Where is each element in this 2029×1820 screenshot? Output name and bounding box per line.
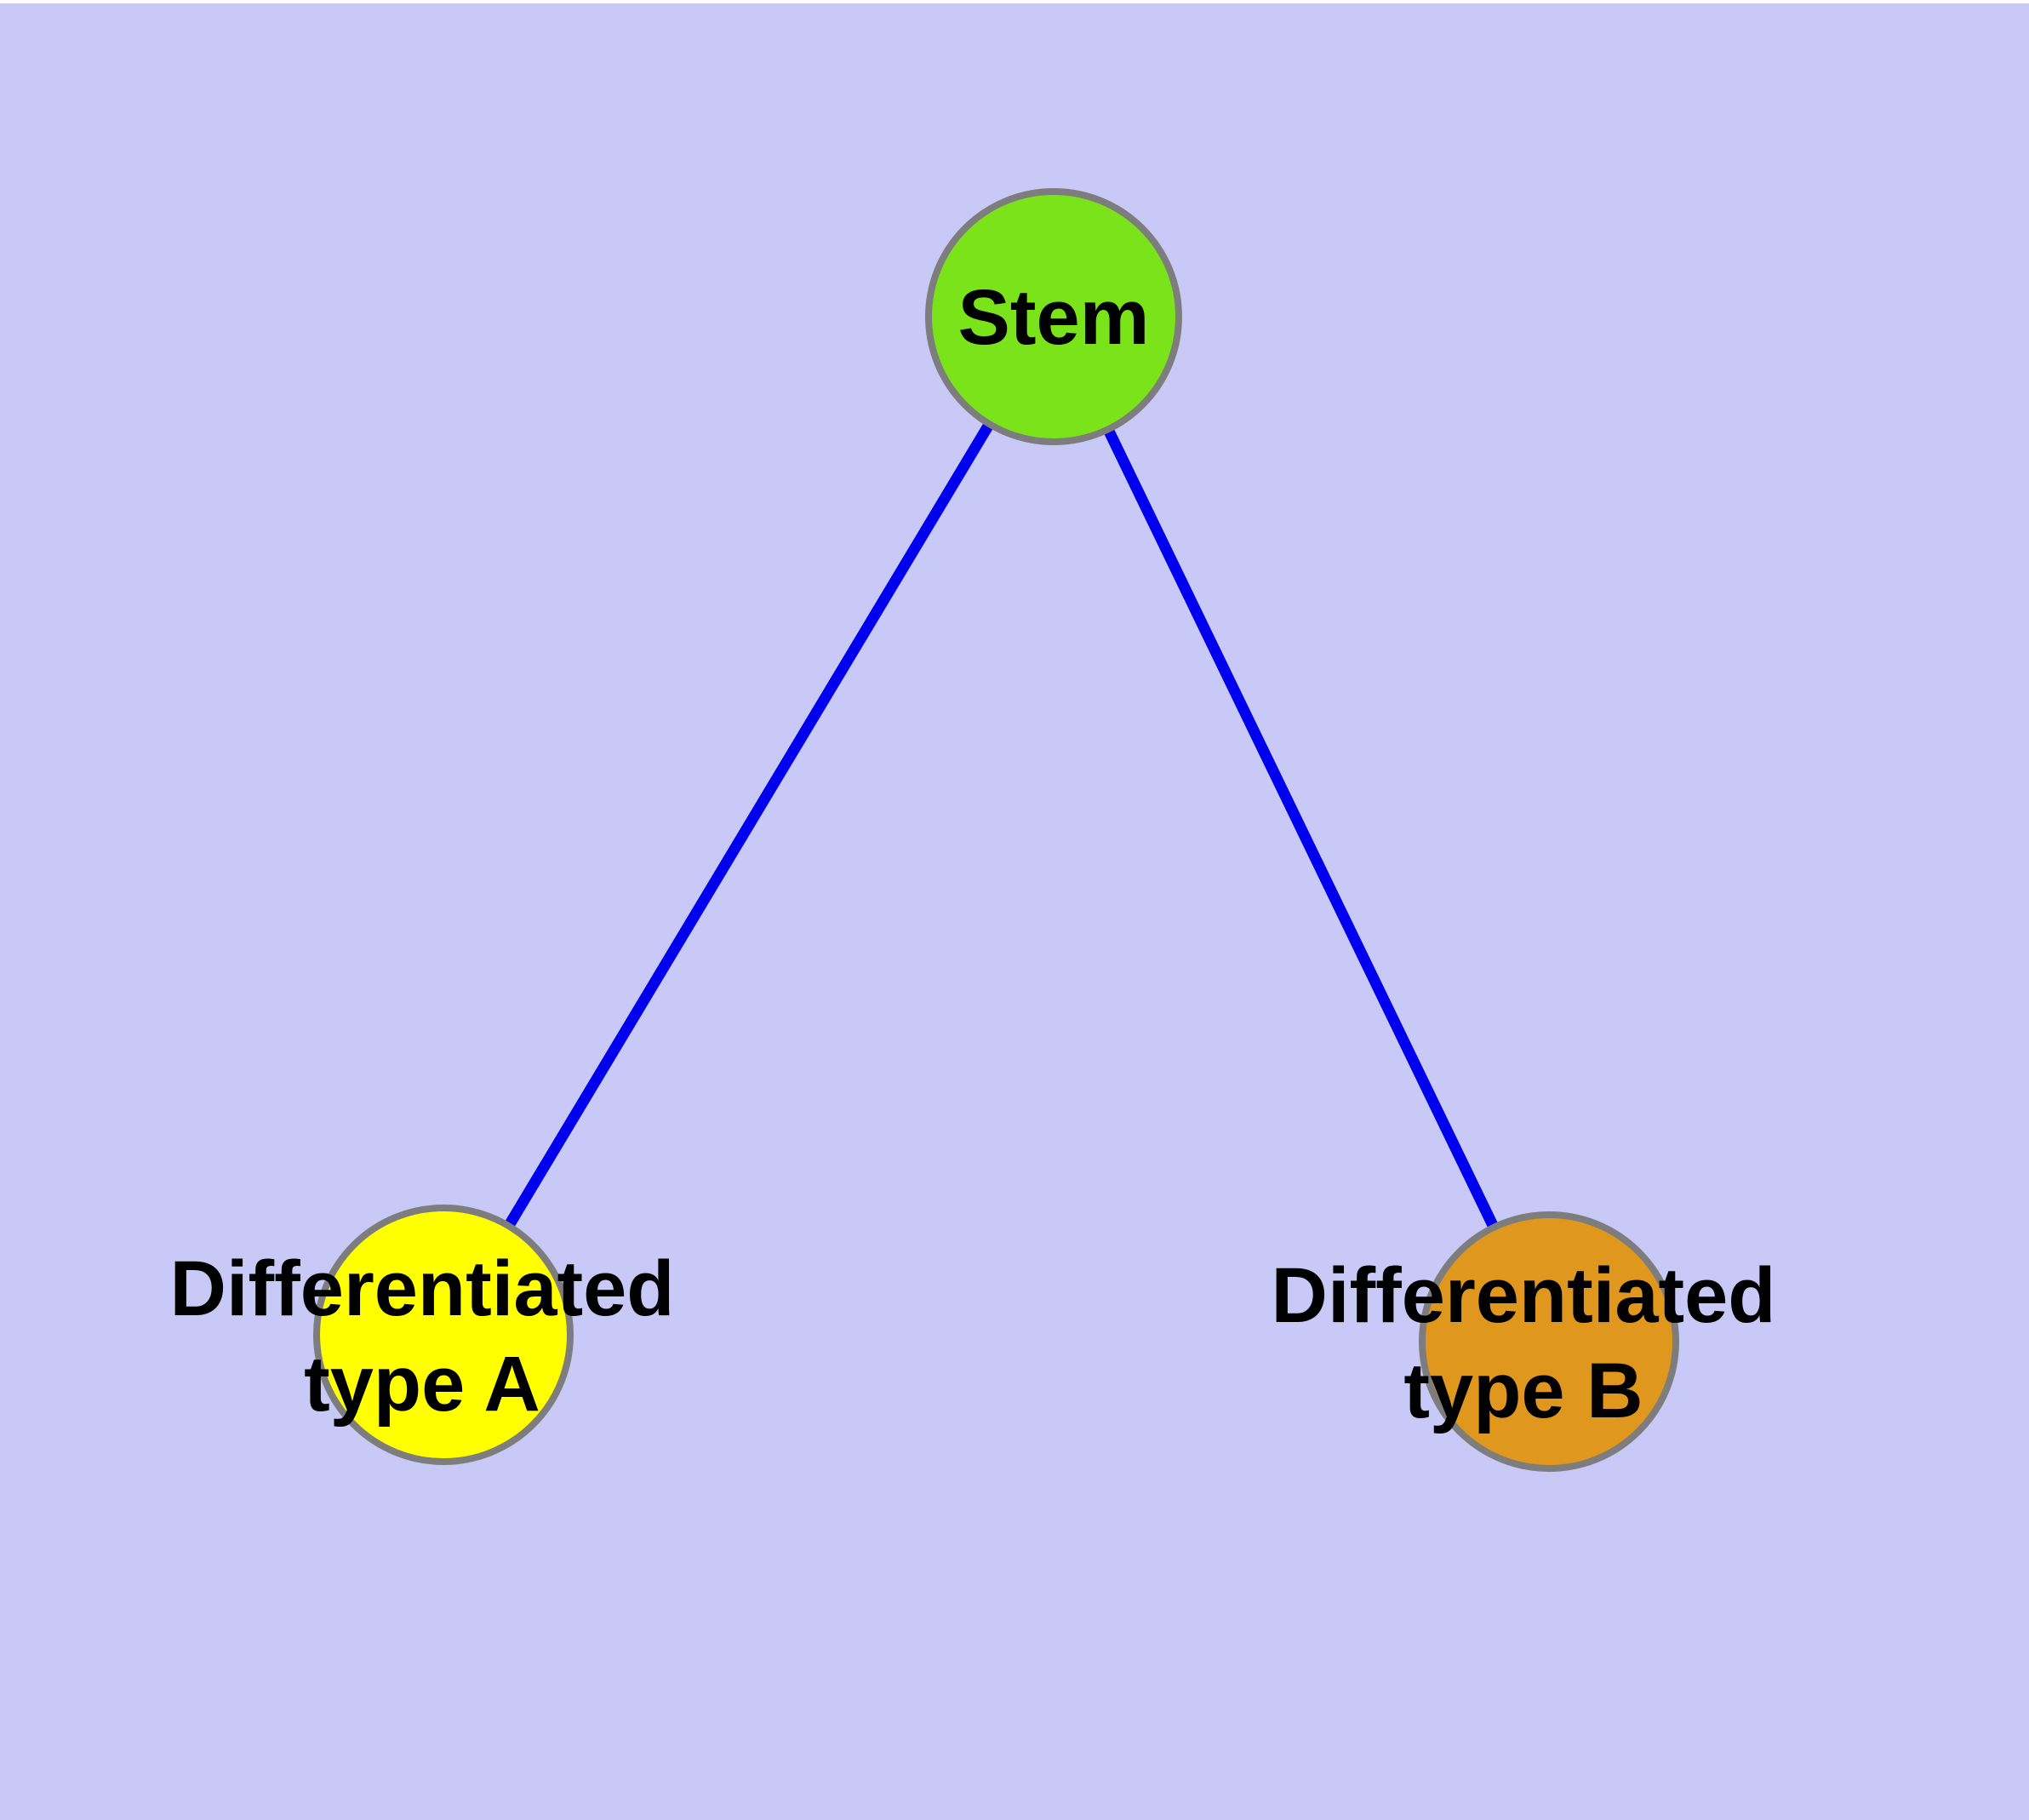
node-differentiated-type-a [313,1205,574,1465]
node-stem [925,188,1182,445]
edge-stem-to-type-a [438,313,1059,1338]
node-type-a-label-line2: type A [304,1341,540,1428]
node-type-b-label-line2: type B [1403,1348,1643,1434]
node-stem-label: Stem [958,274,1150,361]
node-type-b-label-line1: Differentiated [1272,1252,1776,1339]
node-differentiated-type-b [1419,1211,1679,1472]
node-type-a-label-line1: Differentiated [170,1245,675,1332]
edge-stem-to-type-b [1049,314,1554,1344]
